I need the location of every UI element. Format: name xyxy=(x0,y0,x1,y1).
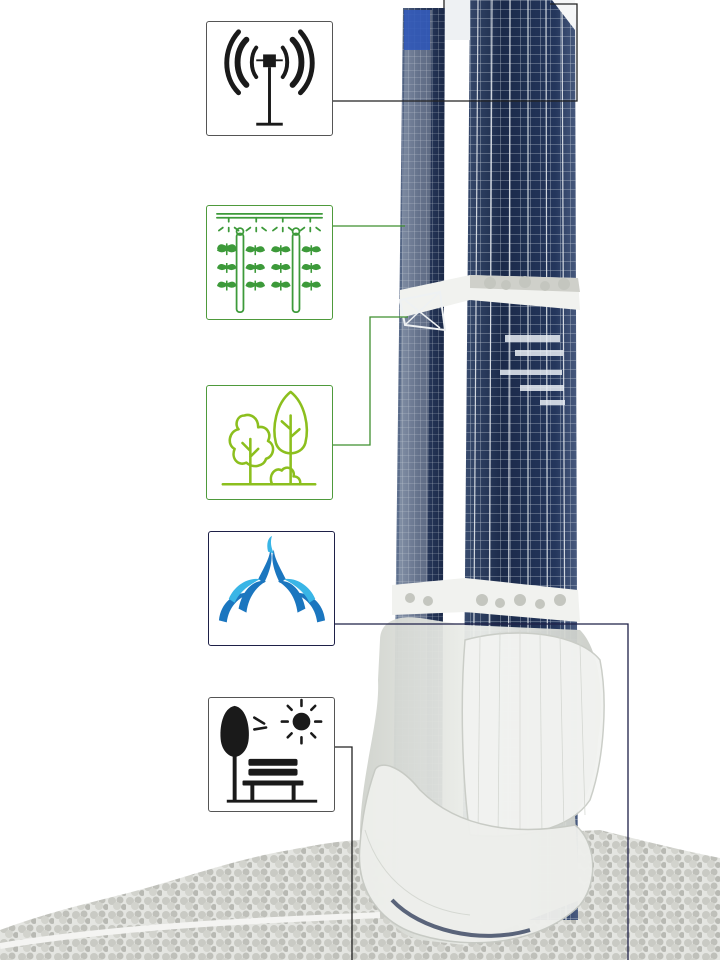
leader-antenna xyxy=(333,3,578,102)
farming-callout-box xyxy=(206,205,333,320)
leader-greenery xyxy=(333,316,408,446)
leader-park xyxy=(335,746,353,960)
fountain-callout-box xyxy=(208,531,335,646)
greenery-callout-box xyxy=(206,385,333,500)
antenna-callout-box xyxy=(206,21,333,136)
vertical-farming-icon xyxy=(216,212,323,314)
communication-antenna-icon xyxy=(224,29,315,126)
landscape-road xyxy=(0,912,381,949)
water-fountain-icon xyxy=(218,535,326,623)
park-callout-box xyxy=(208,697,335,812)
trees-greenery-icon xyxy=(221,390,317,486)
glass-canopy xyxy=(461,632,605,837)
leader-fountain xyxy=(335,623,629,960)
sky-garden-upper xyxy=(398,275,580,332)
sky-garden-lower xyxy=(392,578,580,622)
park-bench-sun-icon xyxy=(220,698,323,803)
